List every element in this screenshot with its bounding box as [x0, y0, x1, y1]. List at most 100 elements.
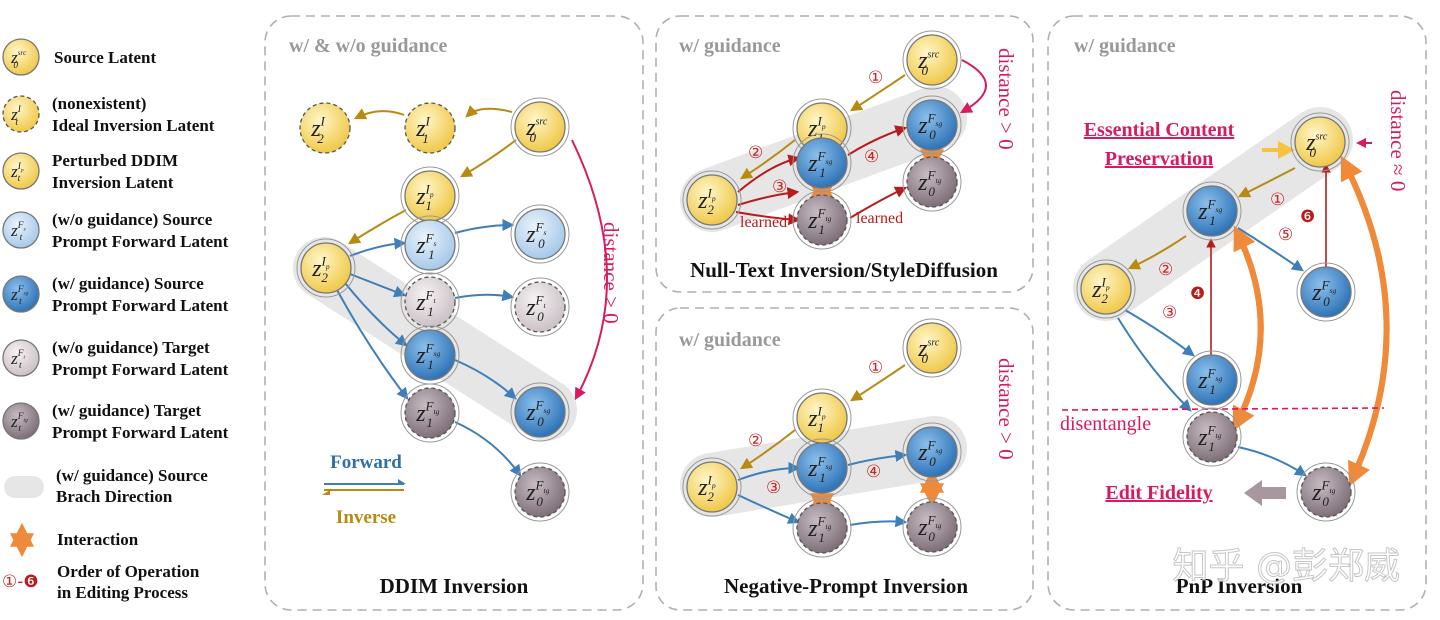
watermark: 知乎 @彭郑威	[1173, 546, 1400, 587]
npi-forward-edge	[849, 515, 908, 528]
content-preservation-arrow	[1262, 141, 1295, 159]
legend-text: Prompt Forward Latent	[52, 296, 229, 315]
pnp-inverse-edge	[1237, 167, 1296, 198]
ddim-forward-edge	[454, 289, 515, 302]
pnp-forward-edge	[1124, 309, 1195, 357]
nti-distance-arc	[959, 59, 987, 114]
inverse-label: Inverse	[336, 507, 396, 528]
legend-text: Order of Operation	[57, 562, 200, 581]
legend-text: Ideal Inversion Latent	[52, 116, 215, 135]
edit-fidelity-label: Edit Fidelity	[1105, 482, 1212, 504]
legend-text: Prompt Forward Latent	[52, 423, 229, 442]
legend-item: Interaction	[9, 522, 139, 558]
legend-text: (w/o guidance) Source	[52, 210, 213, 229]
legend-text: Source Latent	[54, 48, 156, 67]
npi-inverse-edge	[849, 364, 906, 402]
pnp-guidance-label: w/ guidance	[1074, 35, 1176, 57]
npi-title: Negative-Prompt Inversion	[724, 574, 968, 598]
npi-inverse-edge	[739, 429, 796, 470]
step-marker: ③	[766, 478, 781, 498]
step-marker-filled: ❻	[1300, 207, 1315, 227]
legend-text: Brach Direction	[56, 487, 173, 506]
step-marker: ④	[866, 462, 881, 482]
step-marker: ⑤	[1278, 225, 1293, 245]
disentangle-line	[1061, 407, 1385, 411]
nti-guidance-label: w/ guidance	[679, 35, 781, 57]
step-marker: ①	[868, 68, 883, 88]
step-marker: ①	[868, 358, 883, 378]
forward-label: Forward	[330, 452, 402, 473]
pnp-forward-edge	[1117, 317, 1192, 412]
legend-text: (w/ guidance) Target	[52, 401, 202, 420]
content-preservation-line1: Essential Content	[1084, 119, 1235, 141]
ddim-inverse-edge	[347, 209, 407, 245]
step-marker: ①	[1270, 190, 1285, 210]
ddim-forward-edge	[349, 237, 407, 257]
step-marker: ②	[748, 431, 763, 451]
step-marker: ②	[748, 143, 763, 163]
npi-forward-edge	[737, 494, 801, 524]
edit-fidelity-arrow	[1244, 480, 1286, 506]
legend-text: Inversion Latent	[52, 173, 174, 192]
legend-text: Interaction	[57, 530, 139, 549]
legend-text: Prompt Forward Latent	[52, 360, 229, 379]
panel-frames	[264, 15, 1427, 611]
pnp-forward-edge	[1237, 446, 1307, 477]
disentangle-label: disentangle	[1060, 413, 1151, 435]
npi-distance-label: distance > 0	[994, 358, 1018, 460]
pnp-distance-arrowhead	[1356, 138, 1366, 148]
step-marker: ④	[864, 147, 879, 167]
ddim-forward-edge	[336, 289, 409, 400]
ddim-distance-label: distance > 0	[599, 222, 623, 324]
legend-text: Perturbed DDIM	[52, 151, 178, 170]
panel-pnp-frame	[1047, 15, 1427, 611]
